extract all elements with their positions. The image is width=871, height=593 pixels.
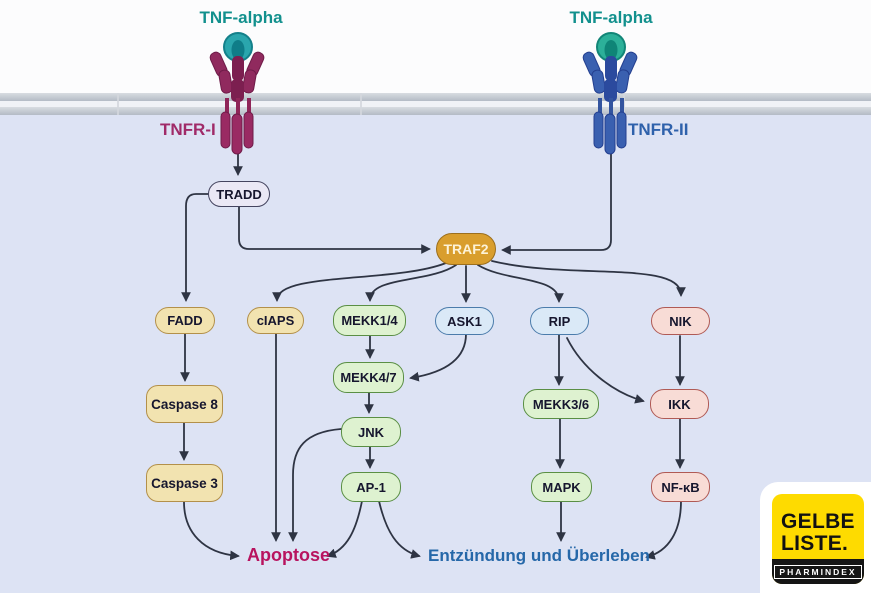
membrane-seam (117, 93, 119, 115)
logo-line2: LISTE. (781, 531, 849, 555)
node-nik: NIK (651, 307, 710, 335)
logo-subtitle: PHARMINDEX (774, 565, 862, 579)
arrow-jnk-apoptose (288, 428, 342, 542)
tnfr1-receptor-illustration (209, 32, 265, 155)
logo-line1: GELBE (781, 510, 855, 534)
pathway-arrows (179, 151, 686, 561)
arrow-ask1-mekk47 (409, 333, 467, 382)
arrow-traf2-rip (477, 264, 564, 303)
membrane-gap (0, 101, 871, 107)
arrow-tradd-fadd (181, 193, 209, 302)
arrow-ap1-apoptose (326, 500, 363, 558)
node-mekk1-4: MEKK1/4 (333, 305, 406, 336)
node-mekk4-7: MEKK4/7 (333, 362, 404, 393)
node-mekk3-6: MEKK3/6 (523, 389, 599, 419)
membrane-seam (360, 93, 362, 115)
arrow-tradd-traf2 (238, 206, 431, 254)
arrow-traf2-mekk14 (365, 264, 457, 302)
node-caspase3: Caspase 3 (146, 464, 223, 502)
arrow-tnfr2-traf2 (501, 151, 612, 255)
arrow-traf2-ciaps (272, 262, 447, 302)
node-caspase8: Caspase 8 (146, 385, 223, 423)
tnf-alpha-label-left: TNF-alpha (199, 8, 283, 27)
membrane-outer-leaflet (0, 93, 871, 101)
node-ask1: ASK1 (435, 307, 494, 335)
arrow-ap1-inflammation (378, 500, 421, 559)
node-ap1: AP-1 (341, 472, 401, 502)
arrow-traf2-nik (491, 260, 686, 297)
node-tradd: TRADD (208, 181, 270, 207)
tnf-alpha-label-right: TNF-alpha (569, 8, 653, 27)
node-fadd: FADD (155, 307, 215, 334)
arrow-rip-ikk (566, 337, 645, 404)
outcome-apoptosis: Apoptose (247, 545, 330, 565)
membrane-inner-leaflet (0, 107, 871, 115)
node-mapk: MAPK (531, 472, 592, 502)
logo-bar: PHARMINDEX (772, 559, 864, 584)
outcome-inflammation: Entzündung und Überleben (428, 546, 650, 565)
node-traf2: TRAF2 (436, 233, 496, 265)
arrow-caspase3-apoptose (183, 501, 240, 561)
tnfr2-receptor-illustration (582, 32, 638, 155)
gelbe-liste-logo: GELBE LISTE. PHARMINDEX (772, 494, 864, 584)
node-ciaps: cIAPS (247, 307, 304, 334)
extracellular-space (0, 0, 871, 93)
node-rip: RIP (530, 307, 589, 335)
node-jnk: JNK (341, 417, 401, 447)
node-ikk: IKK (650, 389, 709, 419)
tnfr1-label: TNFR-I (160, 120, 216, 139)
node-nfkb: NF-κB (651, 472, 710, 502)
arrow-nfkb-inflammation (645, 500, 682, 560)
tnfr2-label: TNFR-II (628, 120, 689, 139)
